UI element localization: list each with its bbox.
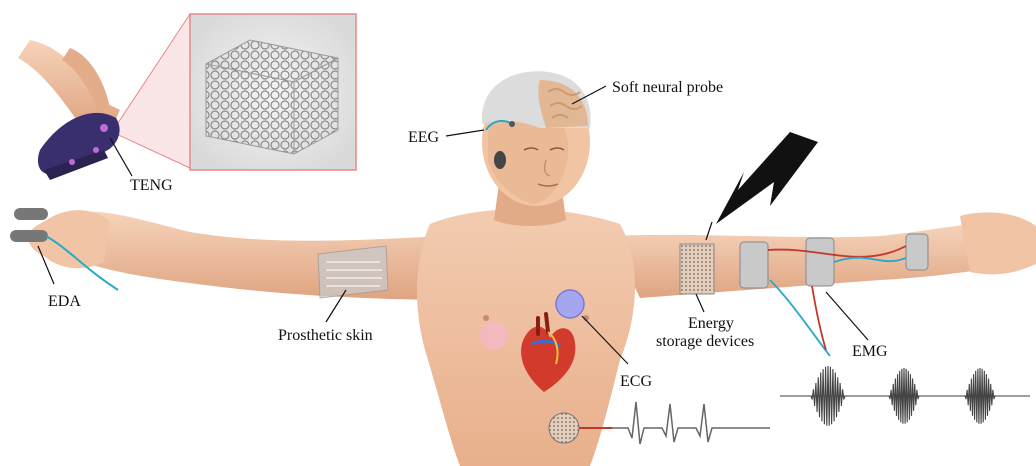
prosthetic-skin-patch (318, 246, 388, 298)
prosthetic-skin-label: Prosthetic skin (278, 327, 373, 344)
armband-icon (806, 238, 834, 286)
mesh-cube-icon (206, 40, 338, 154)
teng-inset (112, 14, 356, 170)
teng-leader-line (110, 138, 132, 176)
zoom-cone (112, 14, 190, 168)
eda-label: EDA (48, 293, 81, 310)
lightning-bolt-icon (716, 132, 818, 224)
ecg-sensor-icon (549, 413, 579, 443)
armband-icon (740, 242, 768, 288)
ear-sensor-icon (494, 151, 506, 169)
right-hand (960, 212, 1036, 274)
energy-storage-patch (680, 244, 714, 294)
ecg-pad-icon (556, 290, 584, 318)
emg-leader-line (826, 292, 868, 340)
finger-sensor-icon (14, 208, 48, 220)
shoe-illustration (18, 40, 120, 180)
energy-storage-label-line1: Energy (688, 315, 734, 332)
teng-label: TENG (130, 177, 173, 194)
ecg-waveform (612, 402, 770, 444)
ecg-pad-icon (480, 322, 508, 350)
emg-waveform (780, 366, 1030, 426)
finger-sensor-icon (10, 230, 48, 242)
emg-label: EMG (852, 343, 888, 360)
armband-icon (906, 234, 928, 270)
eeg-label: EEG (408, 129, 440, 146)
energy-storage-leader-line (696, 294, 704, 312)
energy-storage-label-line2: storage devices (656, 333, 754, 350)
ecg-label: ECG (620, 373, 652, 390)
soft-neural-probe-label: Soft neural probe (612, 79, 723, 96)
eeg-leader-line (446, 130, 484, 136)
